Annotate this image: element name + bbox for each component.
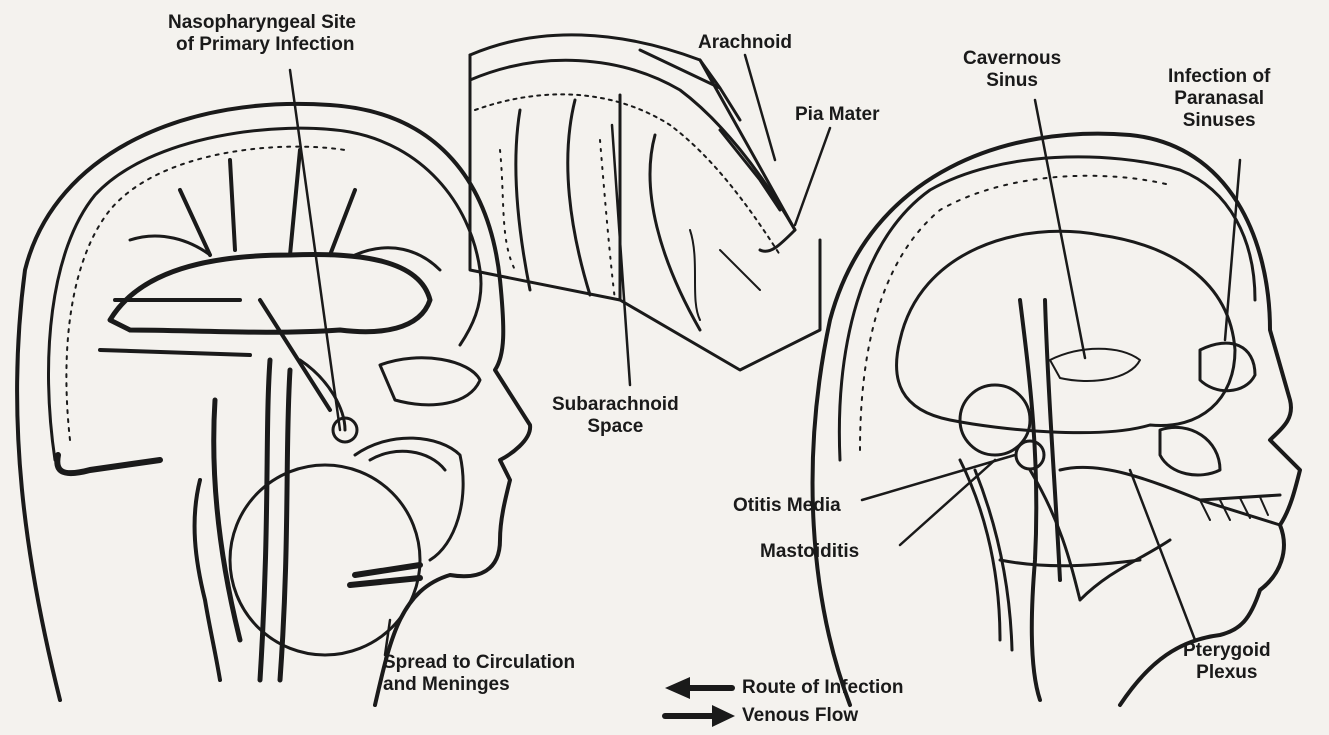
label-mastoiditis: Mastoiditis [760,541,859,563]
route-arrow-icon [665,677,732,699]
left-brain-vessels [110,254,430,332]
left-neck-vessels [214,360,290,680]
right-head-illustration [813,134,1300,705]
label-spread-line1: Spread to Circulation [383,652,575,674]
label-spread-line2: and Meninges [383,674,575,696]
label-paranasal-line2: Paranasal [1168,88,1270,110]
meninges-cross-section [470,35,820,370]
legend-route-label: Route of Infection [742,677,903,699]
label-cavernous-sinus: Cavernous Sinus [963,48,1061,92]
label-arachnoid: Arachnoid [698,32,792,54]
label-pterygoid-plexus: Pterygoid Plexus [1183,640,1271,684]
label-subarachnoid: Subarachnoid Space [552,394,679,438]
label-nasopharyngeal: Nasopharyngeal Site of Primary Infection [168,12,356,56]
label-nasopharyngeal-line2: of Primary Infection [168,34,356,56]
venous-arrow-icon [665,705,735,727]
label-spread: Spread to Circulation and Meninges [383,652,575,696]
leader-cavernous [1035,100,1085,358]
label-cavernous-line2: Sinus [963,70,1061,92]
label-otitis-media: Otitis Media [733,495,841,517]
label-paranasal-line1: Infection of [1168,66,1270,88]
label-paranasal-line3: Sinuses [1168,110,1270,132]
legend-venous-label: Venous Flow [742,705,858,727]
label-paranasal-infection: Infection of Paranasal Sinuses [1168,66,1270,132]
leader-pia-mater [795,128,830,225]
label-pterygoid-line1: Pterygoid [1183,640,1271,662]
label-subarachnoid-line2: Space [552,416,679,438]
label-pterygoid-line2: Plexus [1183,662,1271,684]
right-neck-vessels [1020,300,1060,700]
left-head-illustration [17,104,530,705]
leader-mastoiditis [900,460,995,545]
left-skull-inner [48,128,480,460]
right-head-outline [813,134,1300,705]
spread-circle [230,465,420,655]
label-nasopharyngeal-line1: Nasopharyngeal Site [168,12,356,34]
label-cavernous-line1: Cavernous [963,48,1061,70]
leader-arachnoid [745,55,775,160]
label-pia-mater: Pia Mater [795,104,879,126]
label-subarachnoid-line1: Subarachnoid [552,394,679,416]
legend-arrows [665,677,735,727]
